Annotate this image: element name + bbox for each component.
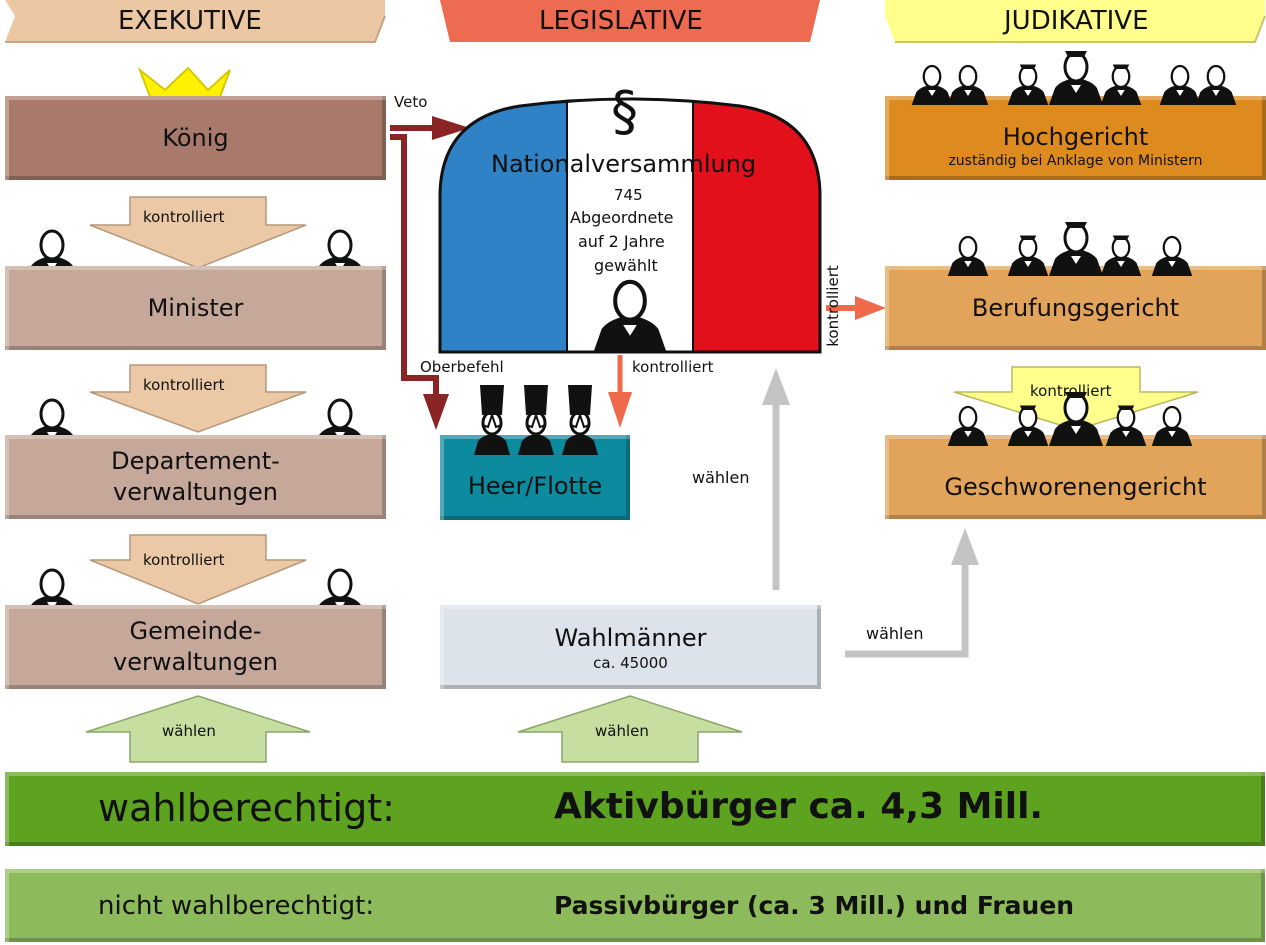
waehlen-arrow-middle <box>517 695 743 763</box>
hochgericht-box: Hochgericht zuständig bei Anklage von Mi… <box>885 96 1266 180</box>
kontrolliert-label-vertical: kontrolliert <box>823 265 842 347</box>
passive-citizens-bar: nicht wahlberechtigt: Passivbürger (ca. … <box>5 869 1265 942</box>
oberbefehl-arrow <box>390 134 439 400</box>
koenig-box: König <box>5 96 386 180</box>
deputies-count: 745 <box>614 186 643 204</box>
active-label: wahlberechtigt: <box>98 786 395 830</box>
kontrolliert-label-heer: kontrolliert <box>632 358 714 376</box>
hochgericht-sub: zuständig bei Anklage von Ministern <box>948 152 1203 169</box>
departement-label-line2: verwaltungen <box>113 478 278 506</box>
minister-box: Minister <box>5 266 386 350</box>
gemeinde-box: Gemeinde- verwaltungen <box>5 605 386 689</box>
berufungsgericht-label: Berufungsgericht <box>971 293 1180 322</box>
judicative-header-shape <box>885 0 1265 42</box>
waehlen-arrow-left <box>85 695 311 763</box>
nationalversammlung-label: Nationalversammlung <box>491 150 757 178</box>
waehlen-label-gericht: wählen <box>866 624 924 643</box>
kontrolliert-arrow-2 <box>89 364 307 433</box>
deputies-desc-1: Abgeordnete <box>570 208 674 227</box>
departement-box: Departement- verwaltungen <box>5 435 386 519</box>
waehlen-label-left: wählen <box>162 722 216 740</box>
deputies-desc-3: gewählt <box>594 256 658 275</box>
wahlmaenner-box: Wahlmänner ca. 45000 <box>440 605 821 689</box>
heer-flotte-box: Heer/Flotte <box>440 435 630 520</box>
passive-value: Passivbürger (ca. 3 Mill.) und Frauen <box>554 891 1075 920</box>
koenig-label: König <box>162 123 229 152</box>
kontrolliert-arrow-1 <box>89 196 307 269</box>
gemeinde-label-line1: Gemeinde- <box>129 617 262 645</box>
kontrolliert-arrow-3 <box>89 534 307 605</box>
judicative-header: JUDIKATIVE <box>1004 6 1149 36</box>
waehlen-label-middle: wählen <box>595 722 649 740</box>
geschworenengericht-box: Geschworenengericht <box>885 435 1266 519</box>
kontrolliert-label-2: kontrolliert <box>143 376 225 394</box>
nationalversammlung-shape <box>438 97 822 354</box>
berufungsgericht-box: Berufungsgericht <box>885 266 1266 350</box>
hochgericht-label: Hochgericht <box>1002 122 1149 151</box>
active-citizens-bar: wahlberechtigt: Aktivbürger ca. 4,3 Mill… <box>5 772 1265 846</box>
heer-flotte-label: Heer/Flotte <box>467 472 603 500</box>
executive-header: EXEKUTIVE <box>118 6 262 36</box>
legislative-header-shape <box>440 0 820 42</box>
veto-label: Veto <box>394 93 428 111</box>
kontrolliert-label-3: kontrolliert <box>143 551 225 569</box>
minister-label: Minister <box>147 293 244 322</box>
oberbefehl-label: Oberbefehl <box>420 358 504 376</box>
kontrolliert-label-1: kontrolliert <box>143 208 225 226</box>
passive-label: nicht wahlberechtigt: <box>98 891 375 921</box>
wahlmaenner-label: Wahlmänner <box>554 623 707 652</box>
deputies-desc-2: auf 2 Jahre <box>578 232 665 251</box>
executive-header-shape <box>5 0 385 42</box>
paragraph-icon: § <box>611 80 638 143</box>
departement-label-line1: Departement- <box>111 447 280 475</box>
waehlen-label-vertical: wählen <box>692 468 750 487</box>
wahlmaenner-count: ca. 45000 <box>593 653 668 672</box>
gemeinde-label-line2: verwaltungen <box>113 648 278 676</box>
legislative-header: LEGISLATIVE <box>539 6 703 36</box>
active-value: Aktivbürger ca. 4,3 Mill. <box>554 786 1044 827</box>
kontrolliert-label-jury: kontrolliert <box>1030 382 1112 400</box>
geschworenengericht-label: Geschworenengericht <box>944 472 1207 501</box>
waehlen-arrow-gericht <box>845 560 969 658</box>
